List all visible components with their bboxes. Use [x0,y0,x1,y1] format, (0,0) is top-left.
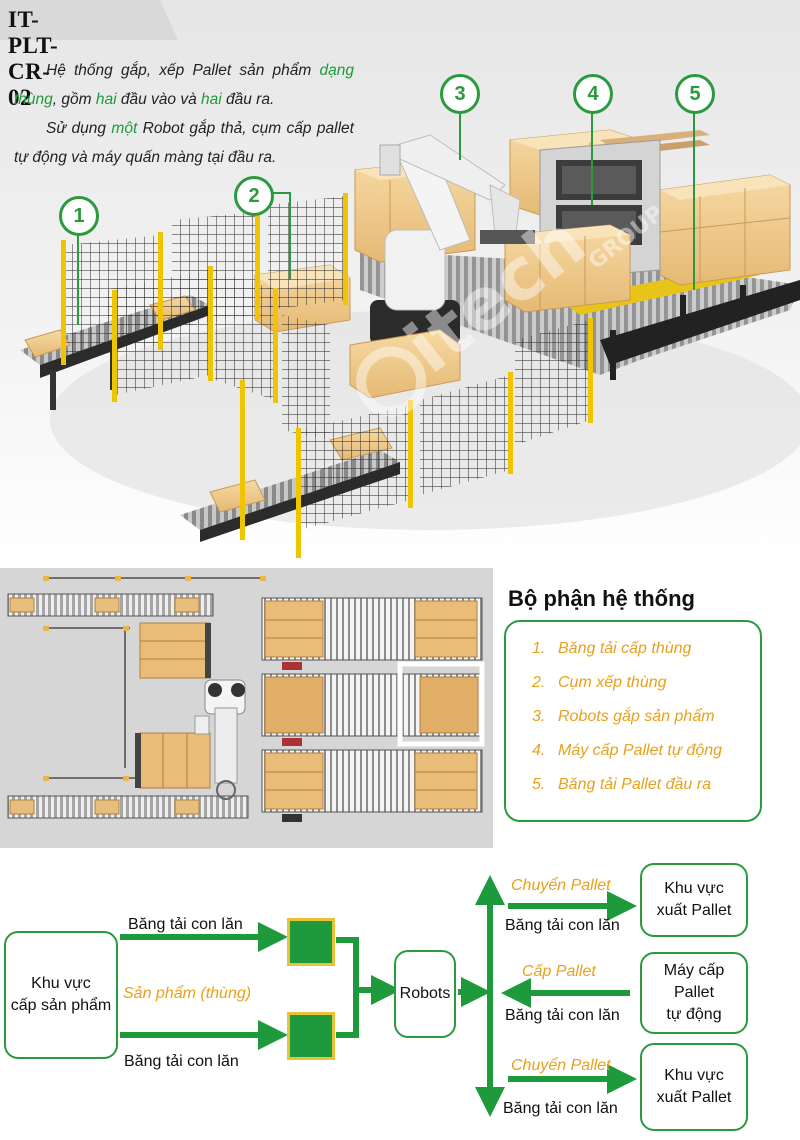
component-item: 5.Băng tải Pallet đầu ra [532,776,711,793]
pallet-stack-center [504,224,631,313]
top-view-layout [0,568,493,848]
body-text: đầu ra. [221,91,275,108]
components-title: Bộ phận hệ thống [508,586,695,611]
export-area-box-bottom: Khu vực xuất Pallet [640,1043,748,1131]
callout-lines [77,93,695,325]
pallet-supply-label: Cấp Pallet [522,963,596,980]
component-item: 4.Máy cấp Pallet tự động [532,742,723,759]
callout-1: 1 [59,196,99,236]
body-text: đầu vào và [116,91,202,108]
conveyor-label-right-mid: Băng tải con lăn [505,1007,620,1024]
pallet-machine-label: Máy cấp Pallet tự động [663,962,725,1023]
arrow-merge-top [336,937,401,1005]
export-area-label-bottom: Khu vực xuất Pallet [656,1067,732,1106]
export-area-label-top: Khu vực xuất Pallet [656,880,732,919]
supply-area-box: Khu vực cấp sản phẩm [4,931,118,1059]
conveyor-label-bottom: Băng tải con lăn [124,1053,239,1070]
pallet-transfer-label-bottom: Chuyển Pallet [511,1057,611,1074]
pallet-lanes [261,597,485,822]
conveyor-label-right-bottom: Băng tải con lăn [503,1100,618,1117]
stacking-unit-bottom [287,1012,335,1060]
body-text: Hệ thống gắp, xếp Pallet sản phẩm [46,62,320,79]
component-item: 2.Cụm xếp thùng [532,674,667,691]
arrow-merge-bottom [336,990,359,1038]
intro-paragraph-1: Hệ thống gắp, xếp Pallet sản phẩm dạng t… [14,56,354,114]
conveyor-label-right-top: Băng tải con lăn [505,917,620,934]
body-text: Robot gắp thả, cụm cấp pallet tự động và… [14,120,354,166]
body-text: , gồm [52,91,96,108]
intro-text: Hệ thống gắp, xếp Pallet sản phẩm dạng t… [14,56,354,172]
product-label: Sản phẩm (thùng) [123,985,252,1002]
robots-box: Robots [394,950,456,1038]
pallet-stack-right [659,174,791,286]
top-view-drawing [7,576,485,822]
components-list: 1.Băng tải cấp thùng 2.Cụm xếp thùng 3.R… [506,622,760,810]
code-tab-bg [0,0,178,40]
callout-3: 3 [440,74,480,114]
highlight-text: hai [201,91,222,108]
supply-area-label: Khu vực cấp sản phẩm [10,975,112,1014]
component-item: 3.Robots gắp sản phẩm [532,708,715,725]
callout-2: 2 [234,176,274,216]
system-illustration: itech GROUP [0,0,800,568]
callout-4: 4 [573,74,613,114]
stacking-unit-top [287,918,335,966]
body-text: Sử dụng [46,120,112,137]
highlight-text: dạng thùng [14,62,354,108]
component-item: 1.Băng tải cấp thùng [532,640,692,657]
conveyor-label-top: Băng tải con lăn [128,916,243,933]
palletizing-3d-scene: itech GROUP [0,0,800,558]
pallet-machine-box: Máy cấp Pallet tự động [640,952,748,1034]
product-code: IT-PLT-CR-02 [8,7,59,110]
pallet-transfer-label-top: Chuyển Pallet [511,877,611,894]
export-area-box-top: Khu vực xuất Pallet [640,863,748,937]
callout-5: 5 [675,74,715,114]
safety-fence [61,193,593,558]
highlight-text: một [111,120,138,137]
highlight-text: hai [95,91,117,108]
flow-arrows [120,875,637,1117]
intro-paragraph-2: Sử dụng một Robot gắp thả, cụm cấp palle… [14,114,354,172]
robots-label: Robots [399,985,451,1002]
components-list-box: 1.Băng tải cấp thùng 2.Cụm xếp thùng 3.R… [504,620,762,822]
